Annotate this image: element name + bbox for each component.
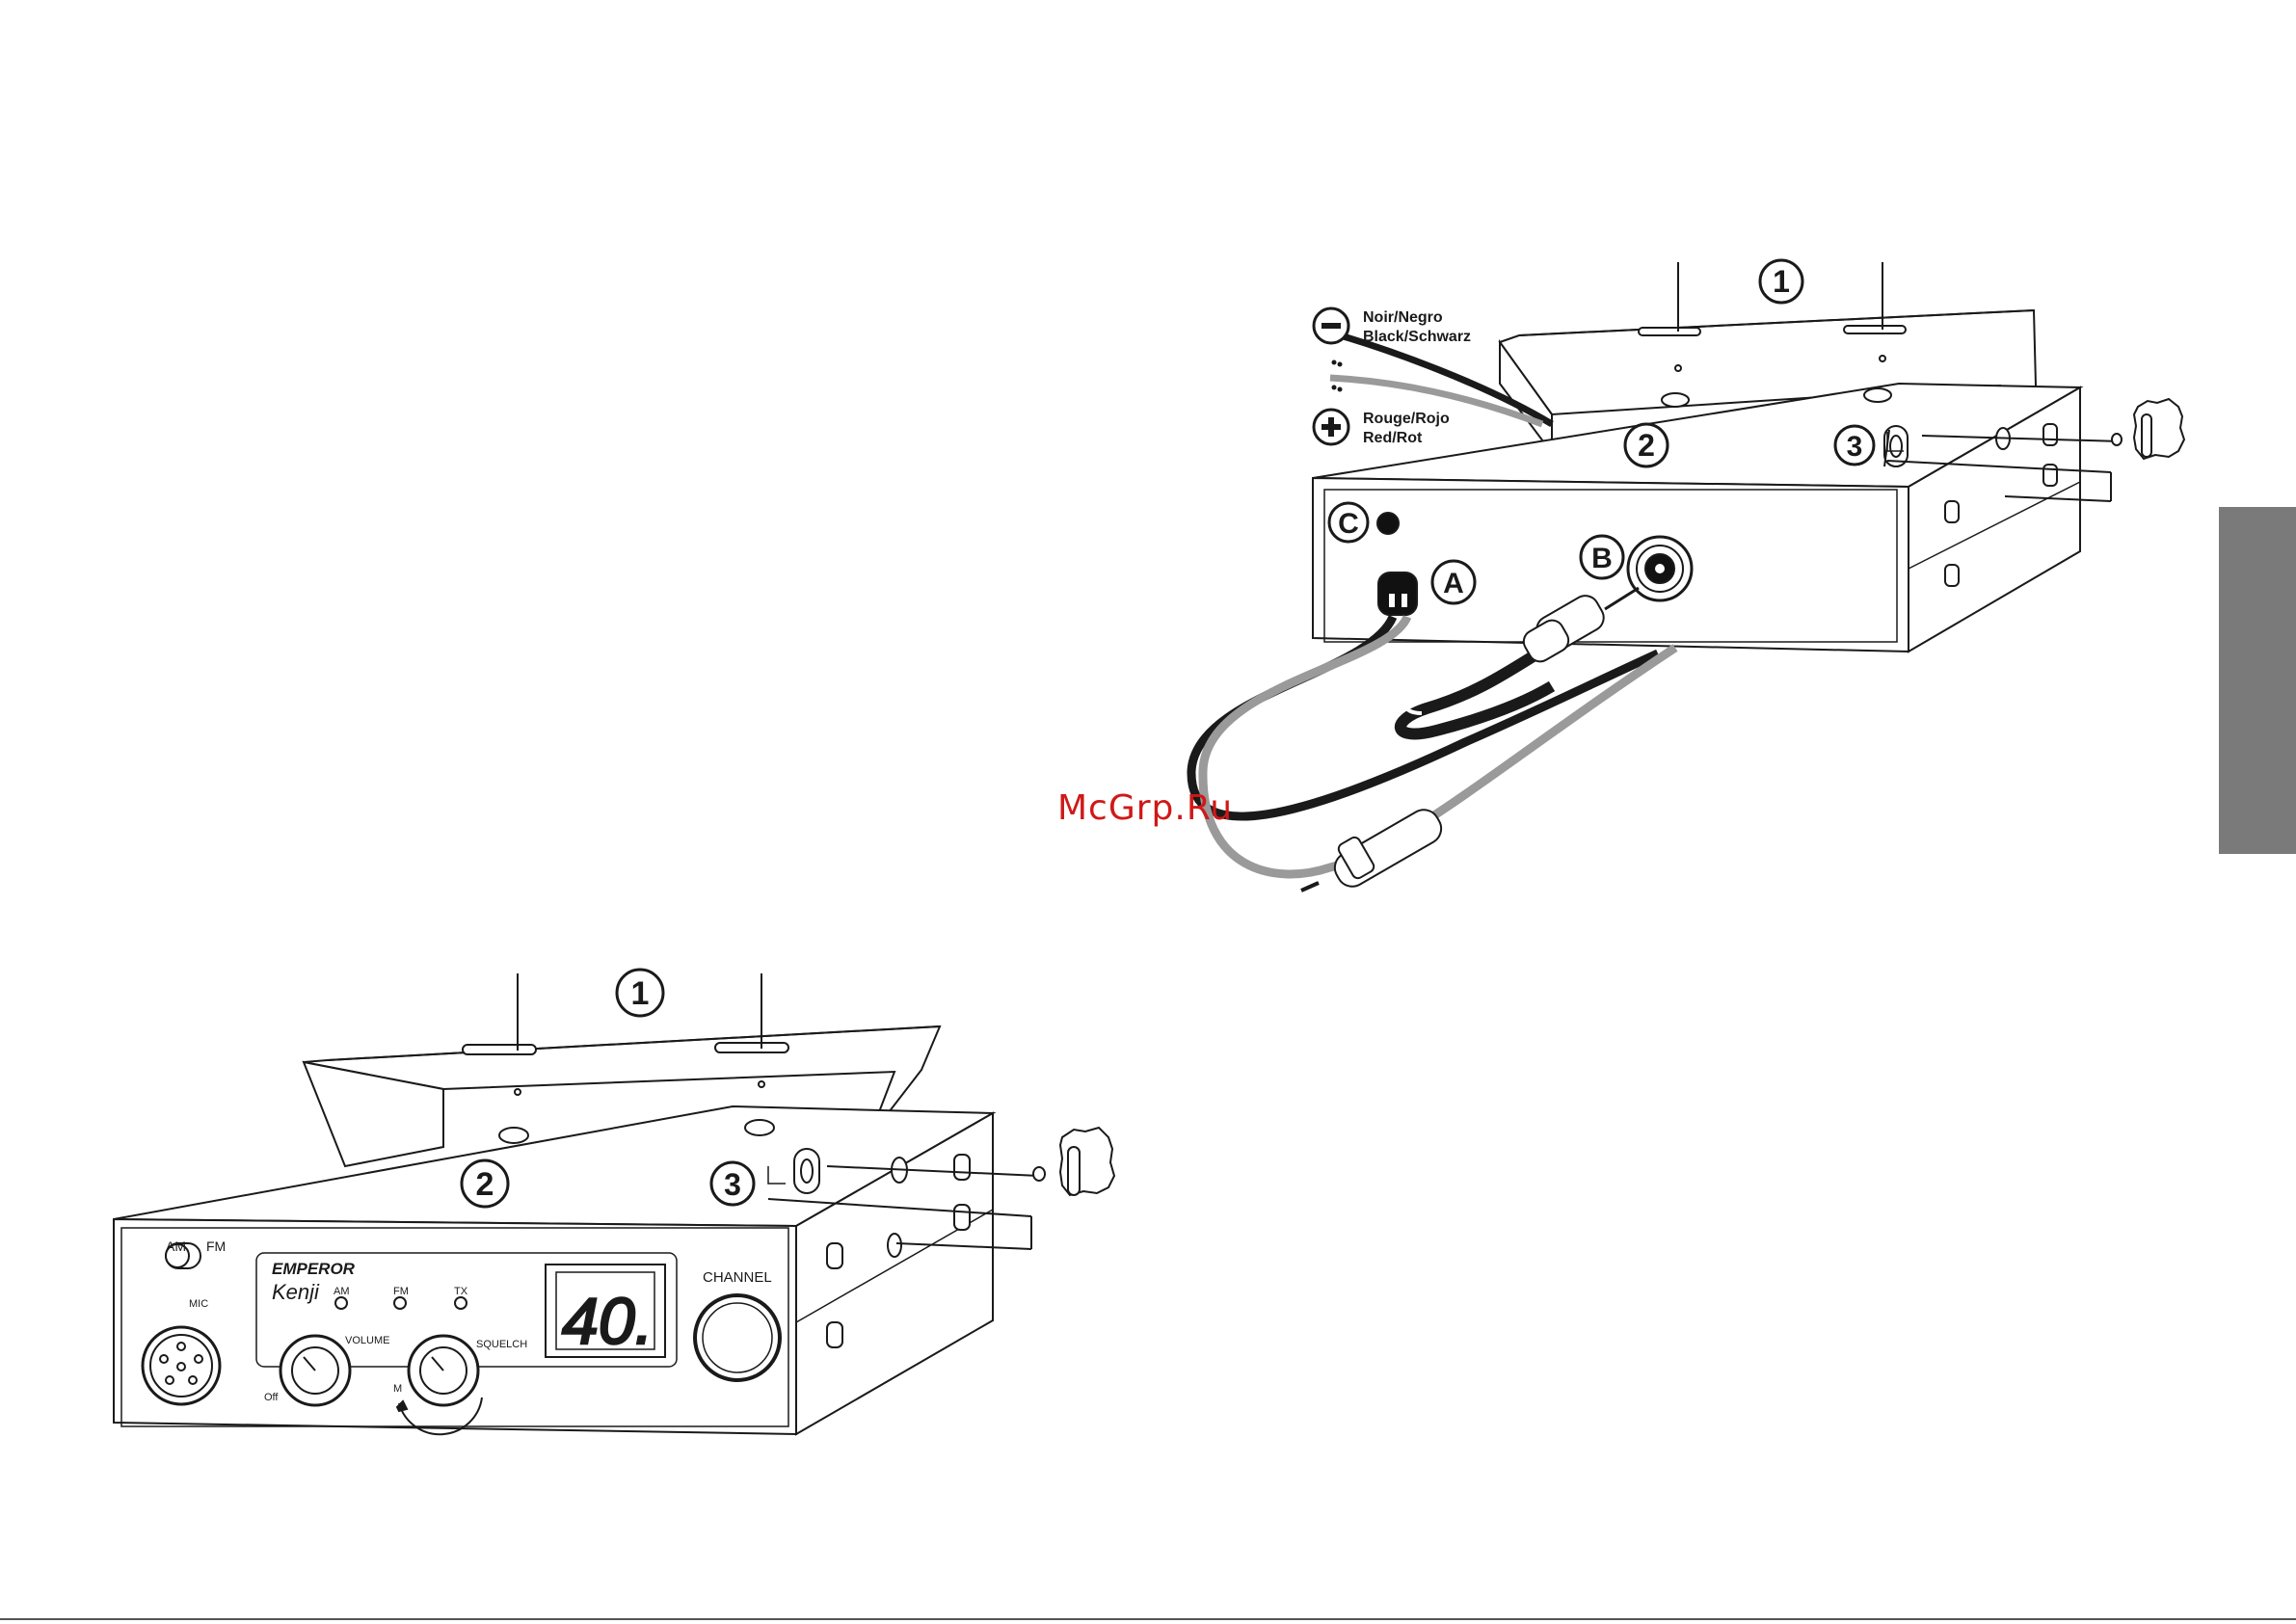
callout-A-text: A — [1443, 568, 1464, 599]
channel-display-value: 40. — [562, 1285, 654, 1358]
callout-3-front-text: 3 — [724, 1167, 741, 1202]
callout-1-rear: 1 — [1760, 260, 1802, 303]
callout-2-rear: 2 — [1625, 424, 1668, 466]
switch-am-label: AM — [166, 1238, 186, 1254]
positive-label-line2: Red/Rot — [1363, 430, 1423, 446]
model-label: Kenji — [272, 1280, 320, 1304]
callout-3-rear: 3 — [1835, 426, 1874, 465]
off-label: Off — [264, 1392, 279, 1403]
volume-label: VOLUME — [345, 1335, 389, 1346]
callout-2-text: 2 — [1638, 428, 1655, 463]
power-connector — [1378, 572, 1417, 615]
callout-A: A — [1432, 561, 1475, 603]
switch-fm-label: FM — [206, 1238, 226, 1254]
channel-label: CHANNEL — [703, 1269, 772, 1286]
callout-B: B — [1581, 536, 1623, 578]
positive-label-line1: Rouge/Rojo — [1363, 411, 1450, 427]
watermark-text: McGrp.Ru — [1057, 788, 1233, 828]
callout-1-front-text: 1 — [631, 975, 650, 1012]
callout-3-text: 3 — [1847, 431, 1863, 463]
page-bottom-rule — [0, 1618, 2296, 1620]
negative-label-line1: Noir/Negro — [1363, 309, 1443, 326]
negative-wire-label: Noir/Negro Black/Schwarz — [1314, 308, 1471, 345]
speaker-jack — [1377, 513, 1399, 534]
brand-logo: EMPEROR — [272, 1260, 356, 1278]
section-tab — [2219, 507, 2296, 854]
callout-C: C — [1329, 503, 1368, 542]
positive-wire-label: Rouge/Rojo Red/Rot — [1314, 410, 1450, 446]
callout-1-text: 1 — [1773, 264, 1790, 299]
led-am-label: AM — [334, 1286, 350, 1297]
callout-3-front: 3 — [711, 1162, 754, 1205]
callout-B-text: B — [1591, 543, 1613, 574]
mic-label: MIC — [189, 1298, 208, 1310]
rear-view-assembly — [1191, 262, 2184, 892]
led-tx — [455, 1297, 467, 1309]
callout-2-front-text: 2 — [476, 1166, 494, 1203]
led-fm — [394, 1297, 406, 1309]
squelch-m-label: M — [393, 1383, 402, 1395]
squelch-label: SQUELCH — [476, 1339, 527, 1350]
fuse-holder — [1301, 804, 1447, 892]
led-tx-label: TX — [454, 1286, 468, 1297]
led-am — [335, 1297, 347, 1309]
callout-2-front: 2 — [462, 1160, 508, 1207]
callout-C-text: C — [1338, 508, 1359, 540]
led-fm-label: FM — [393, 1286, 409, 1297]
callout-1-front: 1 — [617, 970, 663, 1016]
front-view-assembly — [114, 973, 1114, 1434]
negative-label-line2: Black/Schwarz — [1363, 329, 1471, 345]
antenna-connector — [1628, 537, 1692, 600]
